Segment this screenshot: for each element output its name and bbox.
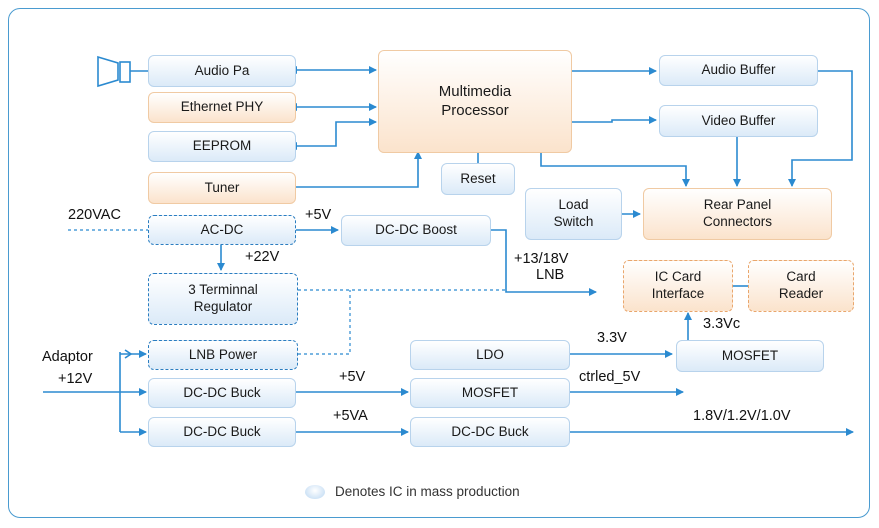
mosfet-ic-card-block: MOSFET xyxy=(676,340,824,372)
reader-label: Reader xyxy=(778,286,824,301)
ic-card-interface-block: IC Card Interface xyxy=(623,260,733,312)
lnb-voltage-line1: +13/18V xyxy=(514,251,569,267)
plus5v-mid-label: +5V xyxy=(339,369,366,385)
audio-buffer-block: Audio Buffer xyxy=(659,55,818,86)
ldo-block: LDO xyxy=(410,340,570,370)
connectors-label: Connectors xyxy=(702,214,773,229)
regulator-label-2: Regulator xyxy=(193,299,253,314)
output-rails-label: 1.8V/1.2V/1.0V xyxy=(693,408,791,424)
dc-dc-buck-2-block: DC-DC Buck xyxy=(148,417,296,447)
legend-text: Denotes IC in mass production xyxy=(335,484,520,499)
adaptor-label: Adaptor xyxy=(42,349,93,365)
three-terminal-regulator-block: 3 Terminnal Regulator xyxy=(148,273,298,325)
regulator-label-1: 3 Terminnal xyxy=(188,282,258,298)
card-label: Card xyxy=(786,269,816,285)
audio-pa-block: Audio Pa xyxy=(148,55,296,87)
plus5va-label: +5VA xyxy=(333,408,368,424)
ethernet-phy-block: Ethernet PHY xyxy=(148,92,296,123)
multimedia-label: Multimedia xyxy=(438,82,512,100)
v33c-label: 3.3Vc xyxy=(703,316,741,332)
lnb-voltage-label: +13/18V LNB xyxy=(514,251,569,284)
dc-dc-buck-3-block: DC-DC Buck xyxy=(410,417,570,447)
ac-dc-block: AC-DC xyxy=(148,215,296,245)
dc-dc-boost-block: DC-DC Boost xyxy=(341,215,491,246)
reset-block: Reset xyxy=(441,163,515,195)
rear-panel-connectors-block: Rear Panel Connectors xyxy=(643,188,832,240)
switch-label: Switch xyxy=(553,214,594,229)
rear-panel-label: Rear Panel xyxy=(703,197,772,213)
plus22v-label: +22V xyxy=(245,249,280,265)
v33-label: 3.3V xyxy=(597,330,627,346)
plus5v-top-label: +5V xyxy=(305,207,332,223)
lnb-voltage-line2: LNB xyxy=(536,266,565,283)
load-switch-block: Load Switch xyxy=(525,188,622,240)
legend-swatch-icon xyxy=(305,485,325,499)
vac220-label: 220VAC xyxy=(68,207,121,223)
dc-dc-buck-1-block: DC-DC Buck xyxy=(148,378,296,408)
multimedia-processor-block: Multimedia Processor xyxy=(378,50,572,153)
mosfet-ctrl-block: MOSFET xyxy=(410,378,570,408)
speaker-icon xyxy=(97,55,119,88)
lnb-power-block: LNB Power xyxy=(148,340,298,370)
ctrled-5v-label: ctrled_5V xyxy=(579,369,641,385)
video-buffer-block: Video Buffer xyxy=(659,105,818,137)
card-reader-block: Card Reader xyxy=(748,260,854,312)
ic-card-label: IC Card xyxy=(654,269,702,285)
tuner-block: Tuner xyxy=(148,172,296,204)
interface-label: Interface xyxy=(651,286,705,301)
plus12v-label: +12V xyxy=(58,371,93,387)
eeprom-block: EEPROM xyxy=(148,131,296,162)
load-label: Load xyxy=(558,197,589,213)
speaker-magnet xyxy=(119,61,131,83)
processor-label: Processor xyxy=(441,101,509,119)
